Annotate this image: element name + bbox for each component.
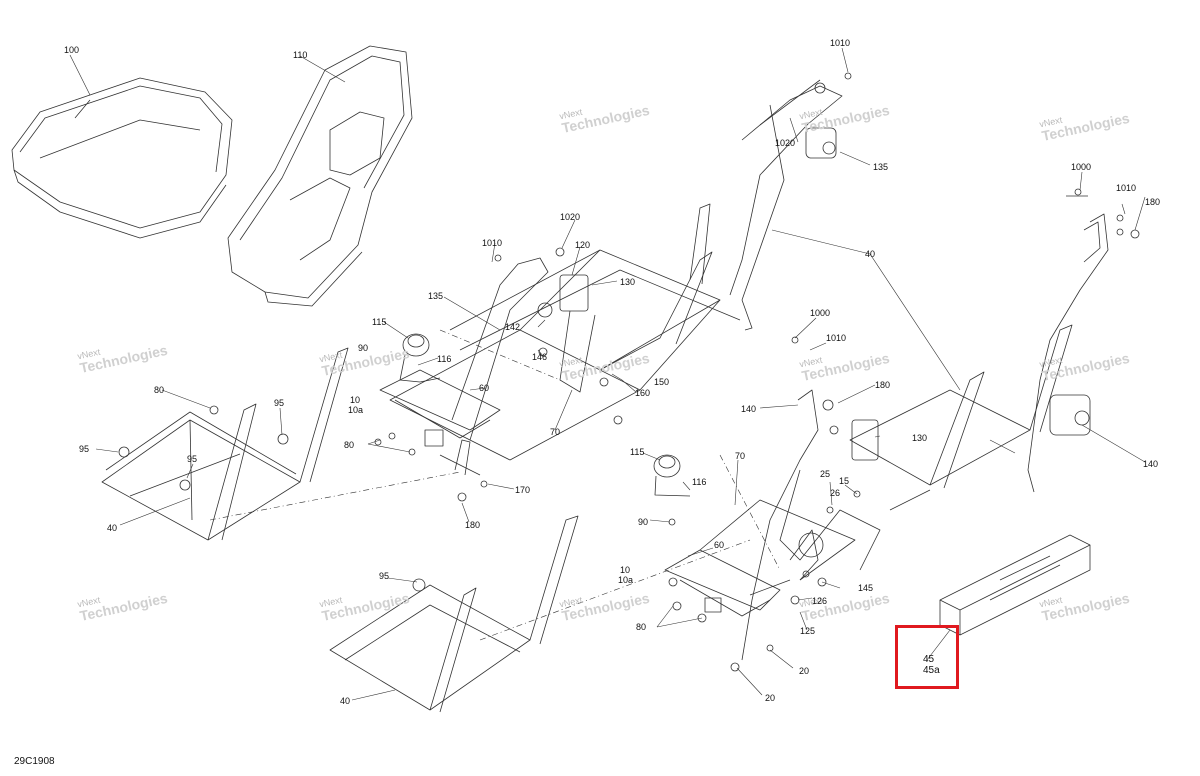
- callout-1010-left[interactable]: 1010: [482, 238, 503, 248]
- callout-135-left[interactable]: 135: [428, 291, 444, 301]
- callout-180-left[interactable]: 180: [465, 520, 481, 530]
- upper-frame-drawing: [389, 203, 741, 461]
- callout-180-right[interactable]: 180: [1145, 197, 1161, 207]
- callout-40-left[interactable]: 40: [107, 523, 118, 533]
- leader-lines: [69, 47, 1146, 701]
- callout-1020-mid[interactable]: 1020: [560, 212, 581, 222]
- callout-146[interactable]: 146: [532, 352, 548, 362]
- callout-170[interactable]: 170: [515, 485, 531, 495]
- assembly-lines: [209, 329, 781, 641]
- center-seatbelt-drawing: [741, 389, 881, 661]
- callout-90-left[interactable]: 90: [358, 343, 369, 353]
- callout-40-right[interactable]: 40: [865, 249, 876, 259]
- top-retractor-drawing: [729, 72, 852, 331]
- callout-116-left[interactable]: 116: [437, 354, 452, 364]
- callout-15[interactable]: 15: [839, 476, 850, 486]
- callout-95-bottom[interactable]: 95: [379, 571, 390, 581]
- callout-120[interactable]: 120: [575, 240, 591, 250]
- callout-70-left[interactable]: 70: [550, 427, 561, 437]
- callout-26[interactable]: 26: [830, 488, 841, 498]
- left-seat-frame-drawing: [101, 347, 349, 541]
- diagram-reference-code: 29C1908: [14, 756, 55, 767]
- callout-10a-left[interactable]: 10a: [348, 405, 364, 415]
- callout-95-b[interactable]: 95: [79, 444, 90, 454]
- callout-60-mid[interactable]: 60: [714, 540, 725, 550]
- callout-130-mid[interactable]: 130: [912, 433, 928, 443]
- callout-125[interactable]: 125: [800, 626, 816, 636]
- callout-1010-right[interactable]: 1010: [1116, 183, 1137, 193]
- speaker-drawing-left: [399, 333, 441, 383]
- storage-tray-drawing: [939, 534, 1091, 636]
- callout-126[interactable]: 126: [812, 596, 828, 606]
- callout-130-top[interactable]: 130: [620, 277, 636, 287]
- right-seat-frame-drawing: [849, 324, 1073, 511]
- left-seatbelt-drawing: [451, 257, 596, 476]
- callout-10-mid[interactable]: 10: [620, 565, 631, 575]
- callout-90-mid[interactable]: 90: [638, 517, 649, 527]
- callout-1010-mid[interactable]: 1010: [826, 333, 847, 343]
- callout-100[interactable]: 100: [64, 45, 80, 55]
- callout-1000-right[interactable]: 1000: [1071, 162, 1092, 172]
- callout-95-a[interactable]: 95: [274, 398, 285, 408]
- callout-1010-top[interactable]: 1010: [830, 38, 851, 48]
- left-rail-drawing: [379, 369, 501, 476]
- callout-135-top[interactable]: 135: [873, 162, 889, 172]
- highlighted-callout-box[interactable]: 45 45a: [895, 625, 959, 689]
- callout-80-far[interactable]: 80: [154, 385, 165, 395]
- callout-25[interactable]: 25: [820, 469, 831, 479]
- callout-10a-mid[interactable]: 10a: [618, 575, 634, 585]
- callout-140-mid[interactable]: 140: [741, 404, 757, 414]
- callout-110[interactable]: 110: [293, 50, 308, 60]
- callout-70-mid[interactable]: 70: [735, 451, 746, 461]
- callout-20-a[interactable]: 20: [799, 666, 810, 676]
- callout-160[interactable]: 160: [635, 388, 651, 398]
- callout-116-mid[interactable]: 116: [692, 477, 707, 487]
- callout-45a: 45a: [923, 665, 940, 676]
- callout-80-mid[interactable]: 80: [636, 622, 647, 632]
- bottom-seat-frame-drawing: [329, 515, 579, 713]
- callout-80-left[interactable]: 80: [344, 440, 355, 450]
- callout-1000-mid[interactable]: 1000: [810, 308, 831, 318]
- callout-60-left[interactable]: 60: [479, 383, 490, 393]
- callout-115-mid[interactable]: 115: [630, 447, 645, 457]
- callout-45: 45: [923, 654, 935, 665]
- callout-20-b[interactable]: 20: [765, 693, 776, 703]
- callout-180-mid[interactable]: 180: [875, 380, 891, 390]
- seat-backrest-drawing: [227, 45, 413, 307]
- speaker-drawing-mid: [653, 454, 691, 497]
- callout-1020-top[interactable]: 1020: [775, 138, 796, 148]
- seat-cushion-drawing: [11, 77, 233, 239]
- callout-40-bottom[interactable]: 40: [340, 696, 351, 706]
- callout-150[interactable]: 150: [654, 377, 670, 387]
- callout-115-left[interactable]: 115: [372, 317, 387, 327]
- callout-145[interactable]: 145: [858, 583, 874, 593]
- callout-95-c[interactable]: 95: [187, 454, 198, 464]
- callout-142[interactable]: 142: [505, 322, 521, 332]
- seat-rail-drawing: [664, 499, 856, 617]
- callout-10-left[interactable]: 10: [350, 395, 361, 405]
- right-seatbelt-drawing: [1027, 195, 1140, 493]
- callout-140-right[interactable]: 140: [1143, 459, 1159, 469]
